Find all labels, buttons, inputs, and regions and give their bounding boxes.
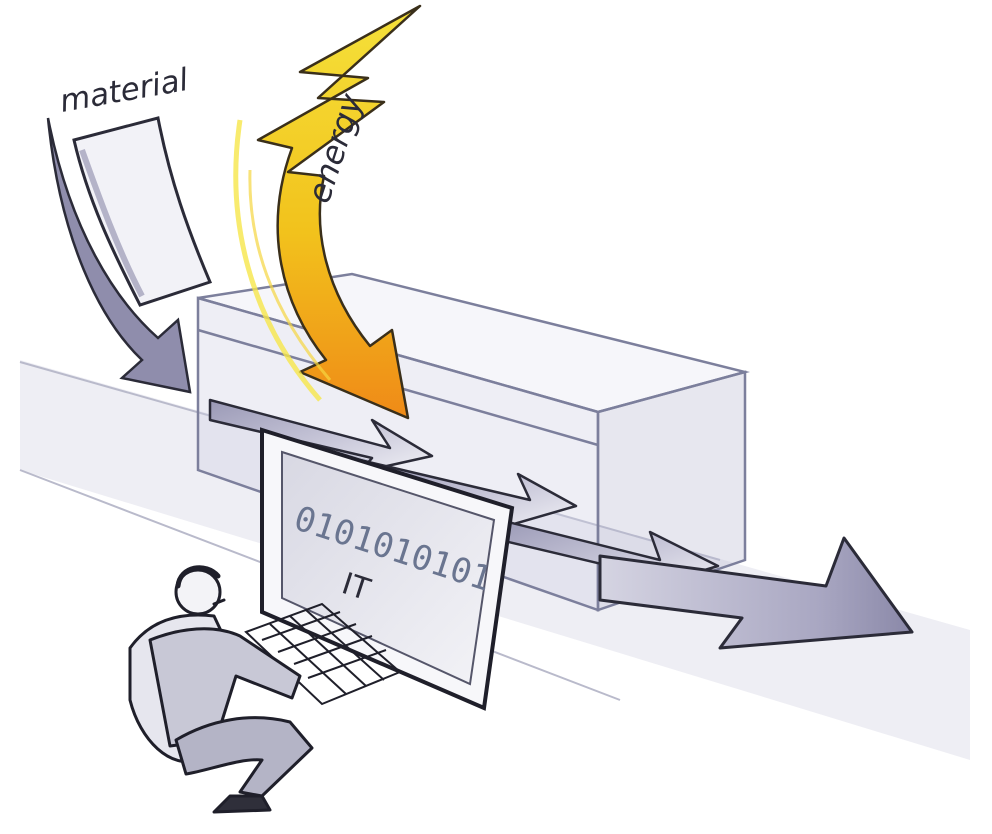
it-monitor bbox=[260, 427, 515, 711]
keyboard bbox=[244, 602, 402, 706]
flow-arrow-small bbox=[208, 398, 434, 474]
material-sheet bbox=[72, 116, 213, 307]
material-label: material bbox=[57, 62, 191, 120]
flow-arrow-output bbox=[598, 536, 914, 650]
material-arrow bbox=[46, 117, 192, 394]
energy-bolt bbox=[233, 4, 422, 420]
person-at-computer bbox=[128, 565, 314, 814]
